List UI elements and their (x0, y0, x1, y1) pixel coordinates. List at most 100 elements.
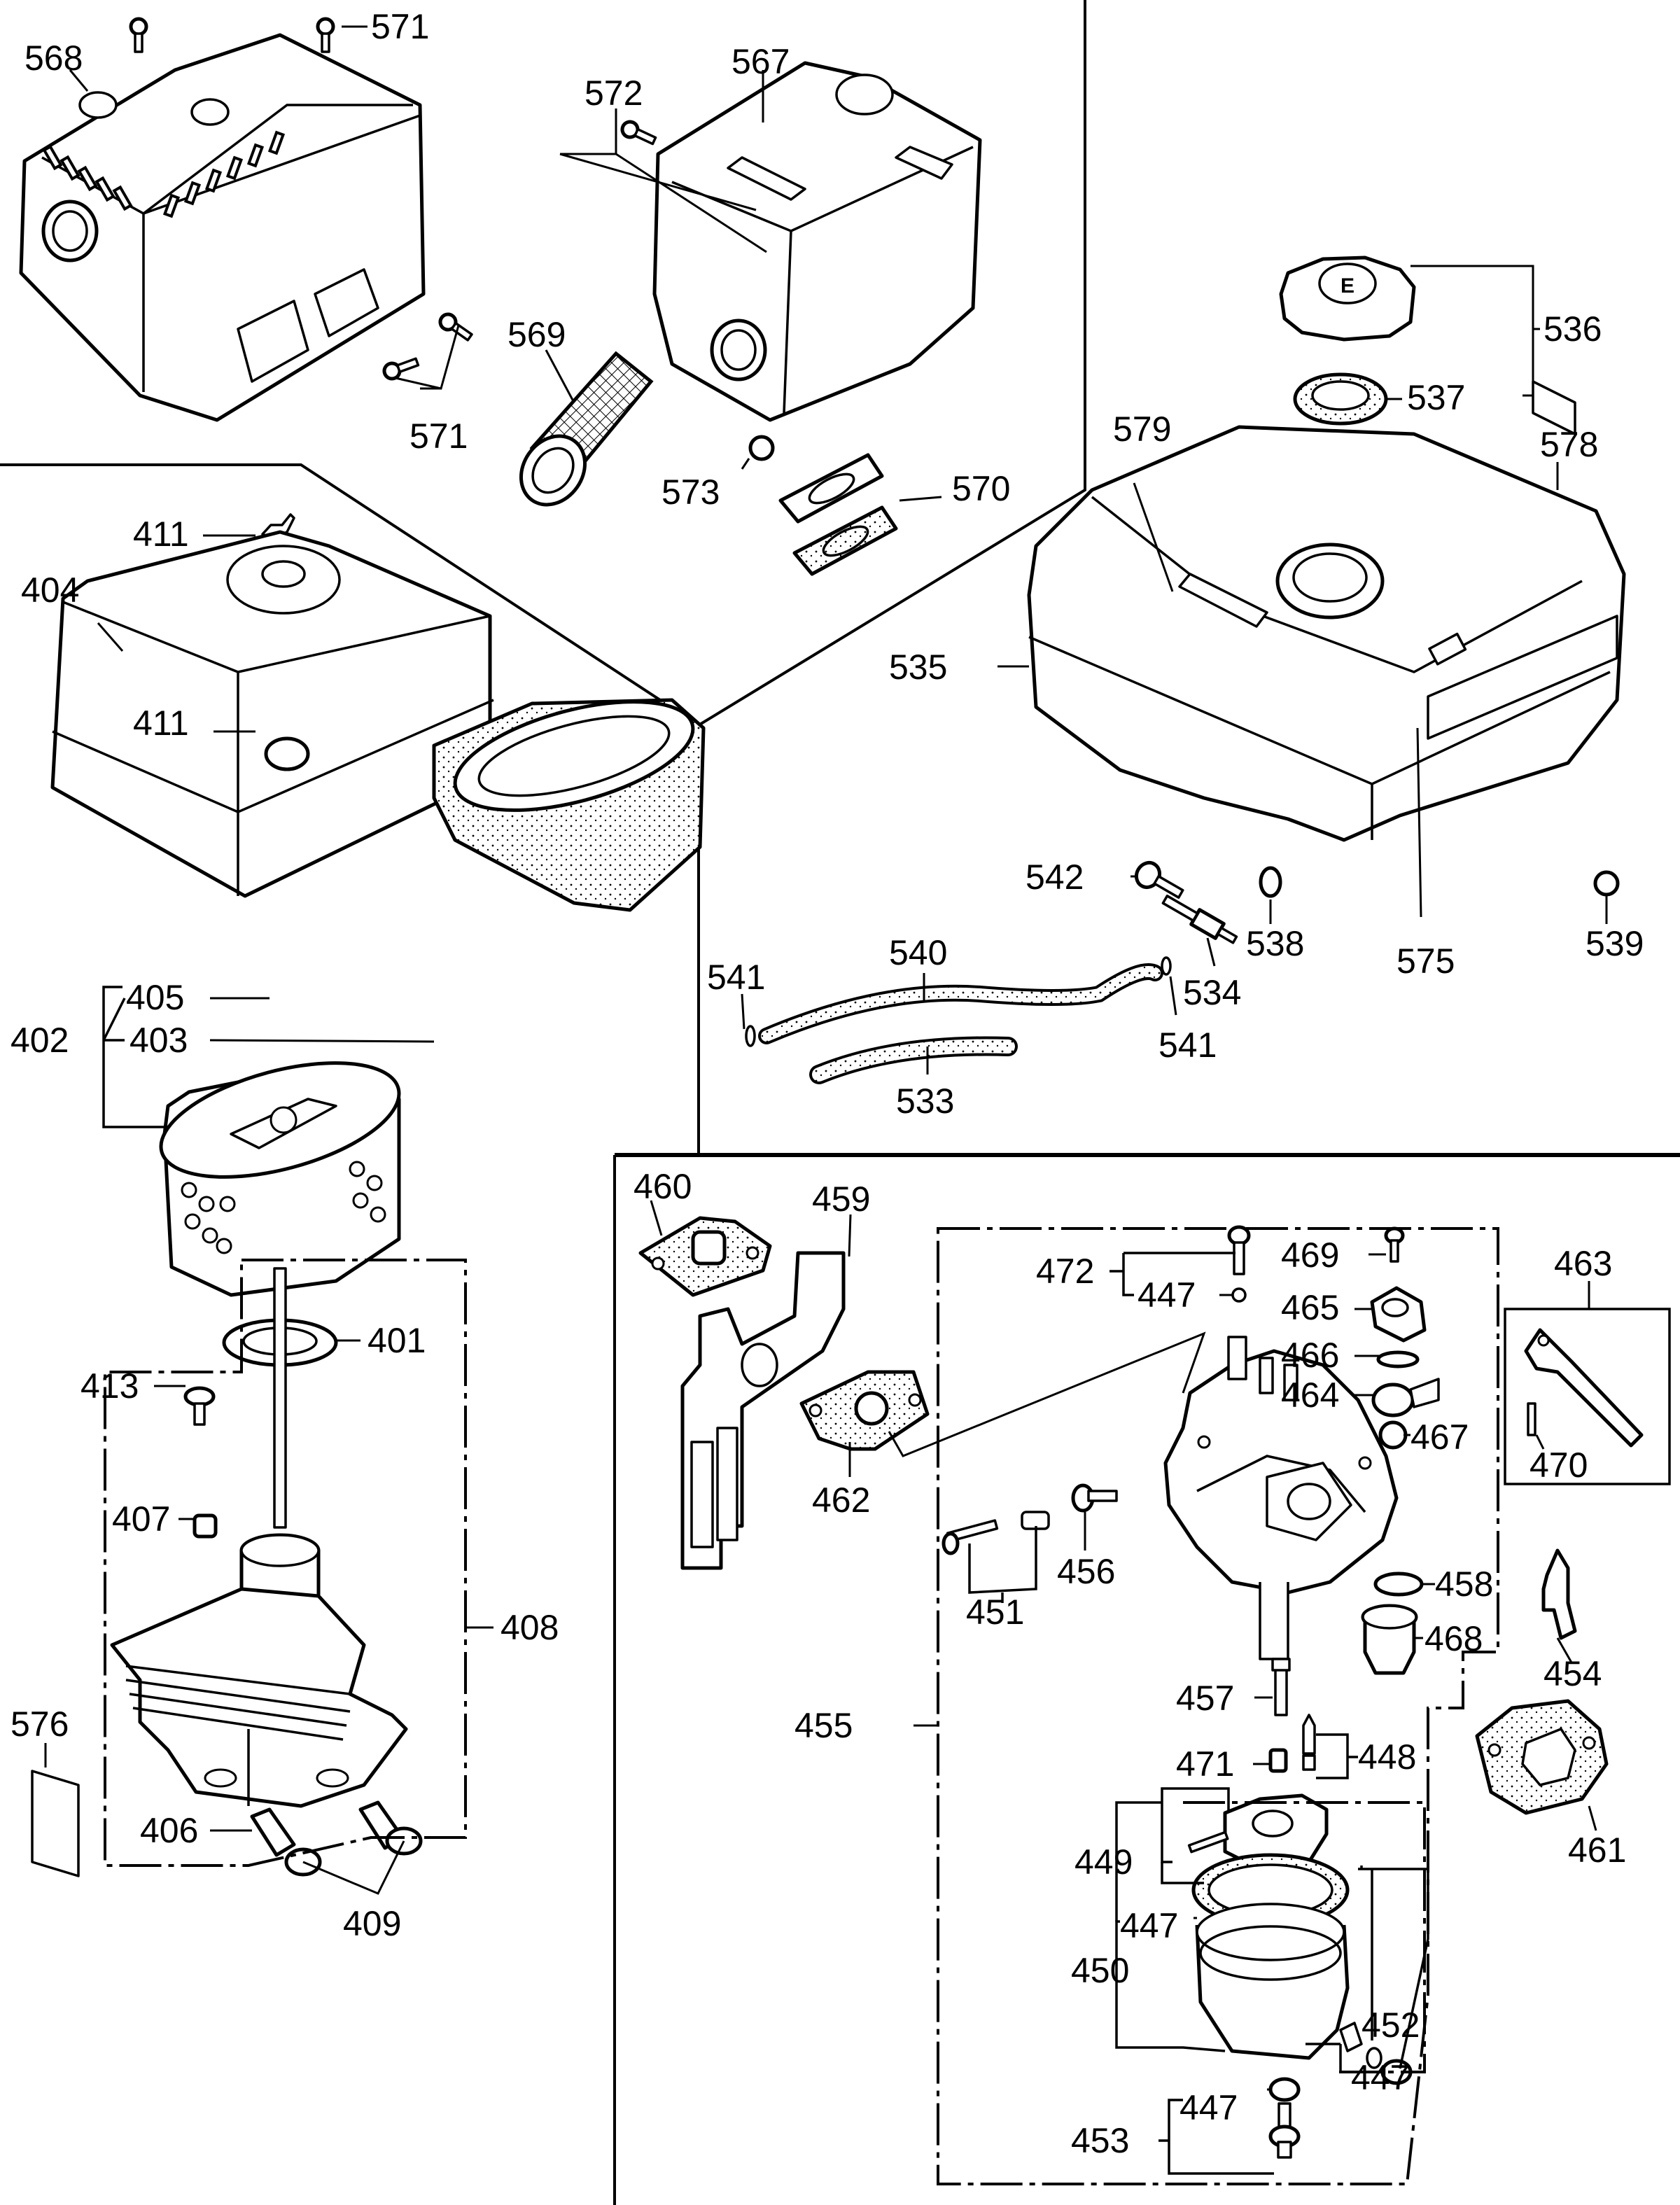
part-536-fuel-cap[interactable]: E (1279, 255, 1416, 342)
callout-455[interactable]: 455 (794, 1706, 853, 1745)
part-447-washer[interactable] (1231, 1287, 1247, 1303)
callout-472[interactable]: 472 (1036, 1252, 1094, 1291)
part-462-gasket[interactable] (799, 1370, 930, 1451)
part-542-bolt[interactable] (1132, 858, 1187, 904)
part-538-washer[interactable] (1259, 866, 1282, 898)
part-541-clip[interactable] (745, 1025, 756, 1047)
callout-535[interactable]: 535 (889, 648, 947, 687)
callout-567[interactable]: 567 (732, 42, 790, 81)
part-568-muffler-cover[interactable] (19, 33, 426, 422)
callout-575[interactable]: 575 (1396, 941, 1455, 981)
callout-401[interactable]: 401 (368, 1321, 426, 1360)
callout-405[interactable]: 405 (126, 978, 184, 1017)
callout-468[interactable]: 468 (1424, 1619, 1483, 1658)
callout-542[interactable]: 542 (1026, 858, 1084, 897)
callout-571[interactable]: 571 (410, 416, 468, 456)
part-457-nozzle[interactable] (1271, 1658, 1291, 1716)
callout-536[interactable]: 536 (1544, 309, 1602, 349)
callout-569[interactable]: 569 (507, 315, 566, 354)
part-460-insulator-gasket[interactable] (638, 1216, 772, 1297)
part-408-air-cleaner-case[interactable] (110, 1267, 408, 1808)
part-402-air-filter-element[interactable] (149, 1041, 411, 1297)
callout-447[interactable]: 447 (1138, 1275, 1196, 1315)
callout-403[interactable]: 403 (130, 1021, 188, 1060)
callout-576[interactable]: 576 (10, 1704, 69, 1744)
callout-450[interactable]: 450 (1071, 1951, 1129, 1990)
part-458-gasket[interactable] (1373, 1572, 1424, 1597)
callout-411[interactable]: 411 (133, 704, 189, 743)
part-469-screw[interactable] (1384, 1226, 1405, 1263)
callout-572[interactable]: 572 (584, 74, 643, 113)
part-407-collar[interactable] (192, 1513, 218, 1539)
callout-470[interactable]: 470 (1530, 1446, 1588, 1485)
part-569-spark-arrester[interactable] (508, 351, 654, 517)
part-405-grommet[interactable] (264, 736, 310, 771)
part-461-gasket[interactable] (1475, 1699, 1609, 1815)
part-450-float-chamber[interactable] (1195, 1903, 1363, 2060)
callout-579[interactable]: 579 (1113, 410, 1171, 449)
part-459-bracket[interactable] (680, 1251, 846, 1570)
part-541-clip[interactable] (1161, 956, 1172, 976)
callout-538[interactable]: 538 (1246, 924, 1304, 963)
part-570-gaskets[interactable] (778, 453, 898, 576)
part-447-bolt-washer[interactable] (1268, 2077, 1301, 2102)
part-534-fuel-valve[interactable] (1161, 892, 1239, 947)
callout-541[interactable]: 541 (707, 958, 765, 997)
part-578-label[interactable] (1532, 380, 1576, 435)
callout-406[interactable]: 406 (140, 1811, 198, 1850)
callout-534[interactable]: 534 (1183, 973, 1241, 1012)
callout-452[interactable]: 452 (1362, 2005, 1420, 2045)
callout-447[interactable]: 447 (1120, 1906, 1178, 1945)
callout-465[interactable]: 465 (1281, 1288, 1339, 1327)
part-448-float-valve[interactable] (1302, 1714, 1316, 1771)
part-454-choke-lever[interactable] (1541, 1548, 1577, 1640)
callout-578[interactable]: 578 (1540, 425, 1598, 464)
callout-457[interactable]: 457 (1176, 1679, 1234, 1718)
callout-568[interactable]: 568 (24, 38, 83, 78)
callout-408[interactable]: 408 (500, 1608, 559, 1647)
part-449-float[interactable] (1187, 1793, 1329, 1871)
callout-540[interactable]: 540 (889, 933, 947, 972)
part-465-plate[interactable] (1370, 1286, 1427, 1343)
callout-448[interactable]: 448 (1358, 1737, 1416, 1777)
part-447-drain-washer[interactable] (1366, 2047, 1382, 2069)
callout-533[interactable]: 533 (896, 1082, 954, 1121)
part-464-lever[interactable] (1371, 1378, 1440, 1418)
callout-411[interactable]: 411 (133, 514, 189, 554)
callout-463[interactable]: 463 (1554, 1244, 1612, 1283)
part-573-nut[interactable] (748, 435, 775, 461)
callout-413[interactable]: 413 (80, 1366, 139, 1406)
part-463-throttle-lever[interactable] (1524, 1328, 1644, 1448)
part-471-jet[interactable] (1268, 1748, 1288, 1773)
callout-447[interactable]: 447 (1180, 2088, 1238, 2127)
part-451-pilot-screw[interactable] (941, 1511, 1050, 1555)
part-575-label[interactable] (1427, 615, 1618, 740)
callout-451[interactable]: 451 (966, 1592, 1024, 1632)
part-567-muffler-body[interactable] (652, 61, 982, 422)
callout-459[interactable]: 459 (812, 1180, 870, 1219)
callout-461[interactable]: 461 (1568, 1830, 1626, 1870)
carburetor-body[interactable] (1163, 1336, 1399, 1660)
callout-573[interactable]: 573 (662, 472, 720, 512)
callout-458[interactable]: 458 (1435, 1564, 1493, 1604)
callout-454[interactable]: 454 (1544, 1654, 1602, 1693)
part-404-air-cleaner-cover[interactable] (50, 530, 494, 898)
callout-456[interactable]: 456 (1057, 1552, 1115, 1591)
callout-460[interactable]: 460 (634, 1167, 692, 1206)
part-466-spring[interactable] (1376, 1350, 1420, 1368)
callout-469[interactable]: 469 (1281, 1236, 1339, 1275)
callout-570[interactable]: 570 (952, 469, 1010, 508)
callout-449[interactable]: 449 (1074, 1842, 1133, 1882)
callout-466[interactable]: 466 (1281, 1336, 1339, 1375)
part-572-screw[interactable] (620, 119, 657, 148)
part-472-screw[interactable] (1227, 1225, 1251, 1275)
callout-541[interactable]: 541 (1158, 1026, 1217, 1065)
callout-402[interactable]: 402 (10, 1021, 69, 1060)
part-535-fuel-tank[interactable] (1027, 425, 1626, 842)
callout-453[interactable]: 453 (1071, 2121, 1129, 2160)
part-579-label[interactable] (1178, 573, 1268, 628)
callout-407[interactable]: 407 (112, 1499, 170, 1539)
callout-471[interactable]: 471 (1176, 1744, 1234, 1784)
part-470-spring[interactable] (1527, 1402, 1536, 1436)
part-539-nut[interactable] (1593, 870, 1620, 897)
